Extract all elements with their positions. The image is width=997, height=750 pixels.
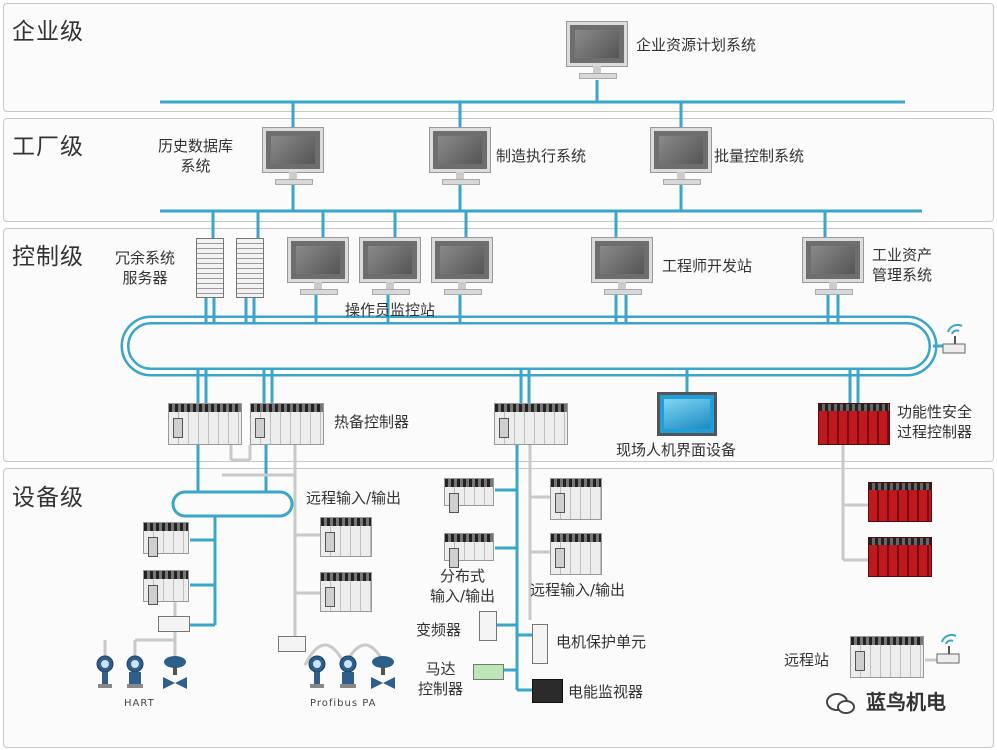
plc-rack-icon[interactable] bbox=[320, 572, 372, 612]
plc-rack-icon[interactable] bbox=[168, 403, 242, 445]
power-monitor-label: 电能监视器 bbox=[568, 683, 644, 701]
transmitter-icon bbox=[126, 655, 144, 688]
remote-io-2-label: 远程输入/输出 bbox=[530, 581, 626, 599]
valve-icon bbox=[163, 656, 187, 689]
safety-controller-label: 功能性安全 过程控制器 bbox=[897, 403, 973, 441]
server-icon[interactable] bbox=[236, 238, 264, 298]
plc-rack-icon[interactable] bbox=[550, 478, 602, 520]
wireless-access-point-icon bbox=[936, 633, 960, 664]
plc-rack-icon[interactable] bbox=[494, 403, 568, 445]
operator-stations-label: 操作员监控站 bbox=[345, 301, 436, 319]
profibus-label: Profibus PA bbox=[310, 698, 377, 709]
transmitter-icon bbox=[96, 655, 114, 688]
plc-rack-icon[interactable] bbox=[143, 522, 189, 557]
profibus-coupler-icon[interactable] bbox=[278, 636, 306, 652]
plant-level-panel bbox=[3, 118, 994, 222]
historian-label: 历史数据库 系统 bbox=[158, 137, 234, 175]
vfd-icon[interactable] bbox=[479, 611, 497, 641]
distributed-io-label: 分布式 输入/输出 bbox=[430, 567, 496, 605]
safety-plc-icon[interactable] bbox=[868, 537, 932, 577]
field-hmi-label: 现场人机界面设备 bbox=[616, 441, 737, 459]
control-level-label: 控制级 bbox=[12, 244, 84, 270]
hot-standby-label: 热备控制器 bbox=[334, 413, 410, 431]
plc-rack-icon[interactable] bbox=[444, 478, 494, 513]
wireless-access-point-icon bbox=[942, 323, 966, 354]
plc-rack-icon[interactable] bbox=[143, 570, 189, 605]
plc-rack-icon[interactable] bbox=[550, 533, 602, 575]
wechat-icon bbox=[826, 693, 855, 714]
enterprise-level-label: 企业级 bbox=[12, 19, 84, 45]
vfd-label: 变频器 bbox=[416, 621, 462, 639]
motor-protection-label: 电机保护单元 bbox=[556, 633, 647, 651]
asset-mgmt-label: 工业资产 管理系统 bbox=[872, 246, 933, 284]
safety-plc-icon[interactable] bbox=[818, 403, 890, 445]
redundant-servers-label: 冗余系统 服务器 bbox=[115, 249, 176, 287]
plc-rack-icon[interactable] bbox=[250, 403, 324, 445]
enterprise-level-panel bbox=[3, 3, 994, 112]
transmitter-icon bbox=[308, 655, 326, 688]
hart-label: HART bbox=[124, 698, 155, 709]
device-level-label: 设备级 bbox=[12, 485, 84, 511]
hmi-panel-icon[interactable] bbox=[657, 392, 717, 436]
server-icon[interactable] bbox=[196, 238, 224, 298]
plc-rack-icon[interactable] bbox=[320, 517, 372, 557]
batch-label: 批量控制系统 bbox=[714, 147, 805, 165]
valve-icon bbox=[371, 656, 395, 689]
hart-multiplexer-icon[interactable] bbox=[158, 616, 190, 632]
power-monitor-icon[interactable] bbox=[532, 679, 563, 703]
plant-level-label: 工厂级 bbox=[12, 134, 84, 160]
plc-rack-icon[interactable] bbox=[444, 533, 494, 568]
device-level-panel bbox=[3, 468, 994, 748]
remote-station-label: 远程站 bbox=[784, 651, 830, 669]
engineer-station-label: 工程师开发站 bbox=[662, 257, 753, 275]
motor-protection-icon[interactable] bbox=[532, 624, 548, 664]
plc-rack-icon[interactable] bbox=[850, 636, 924, 678]
motor-controller-label: 马达 控制器 bbox=[418, 660, 464, 698]
remote-io-1-label: 远程输入/输出 bbox=[306, 489, 402, 507]
transmitter-icon bbox=[339, 655, 357, 688]
erp-label: 企业资源计划系统 bbox=[636, 36, 757, 54]
mes-label: 制造执行系统 bbox=[496, 147, 587, 165]
motor-controller-icon[interactable] bbox=[473, 664, 504, 680]
watermark-label: 蓝鸟机电 bbox=[866, 690, 946, 714]
safety-plc-icon[interactable] bbox=[868, 482, 932, 522]
